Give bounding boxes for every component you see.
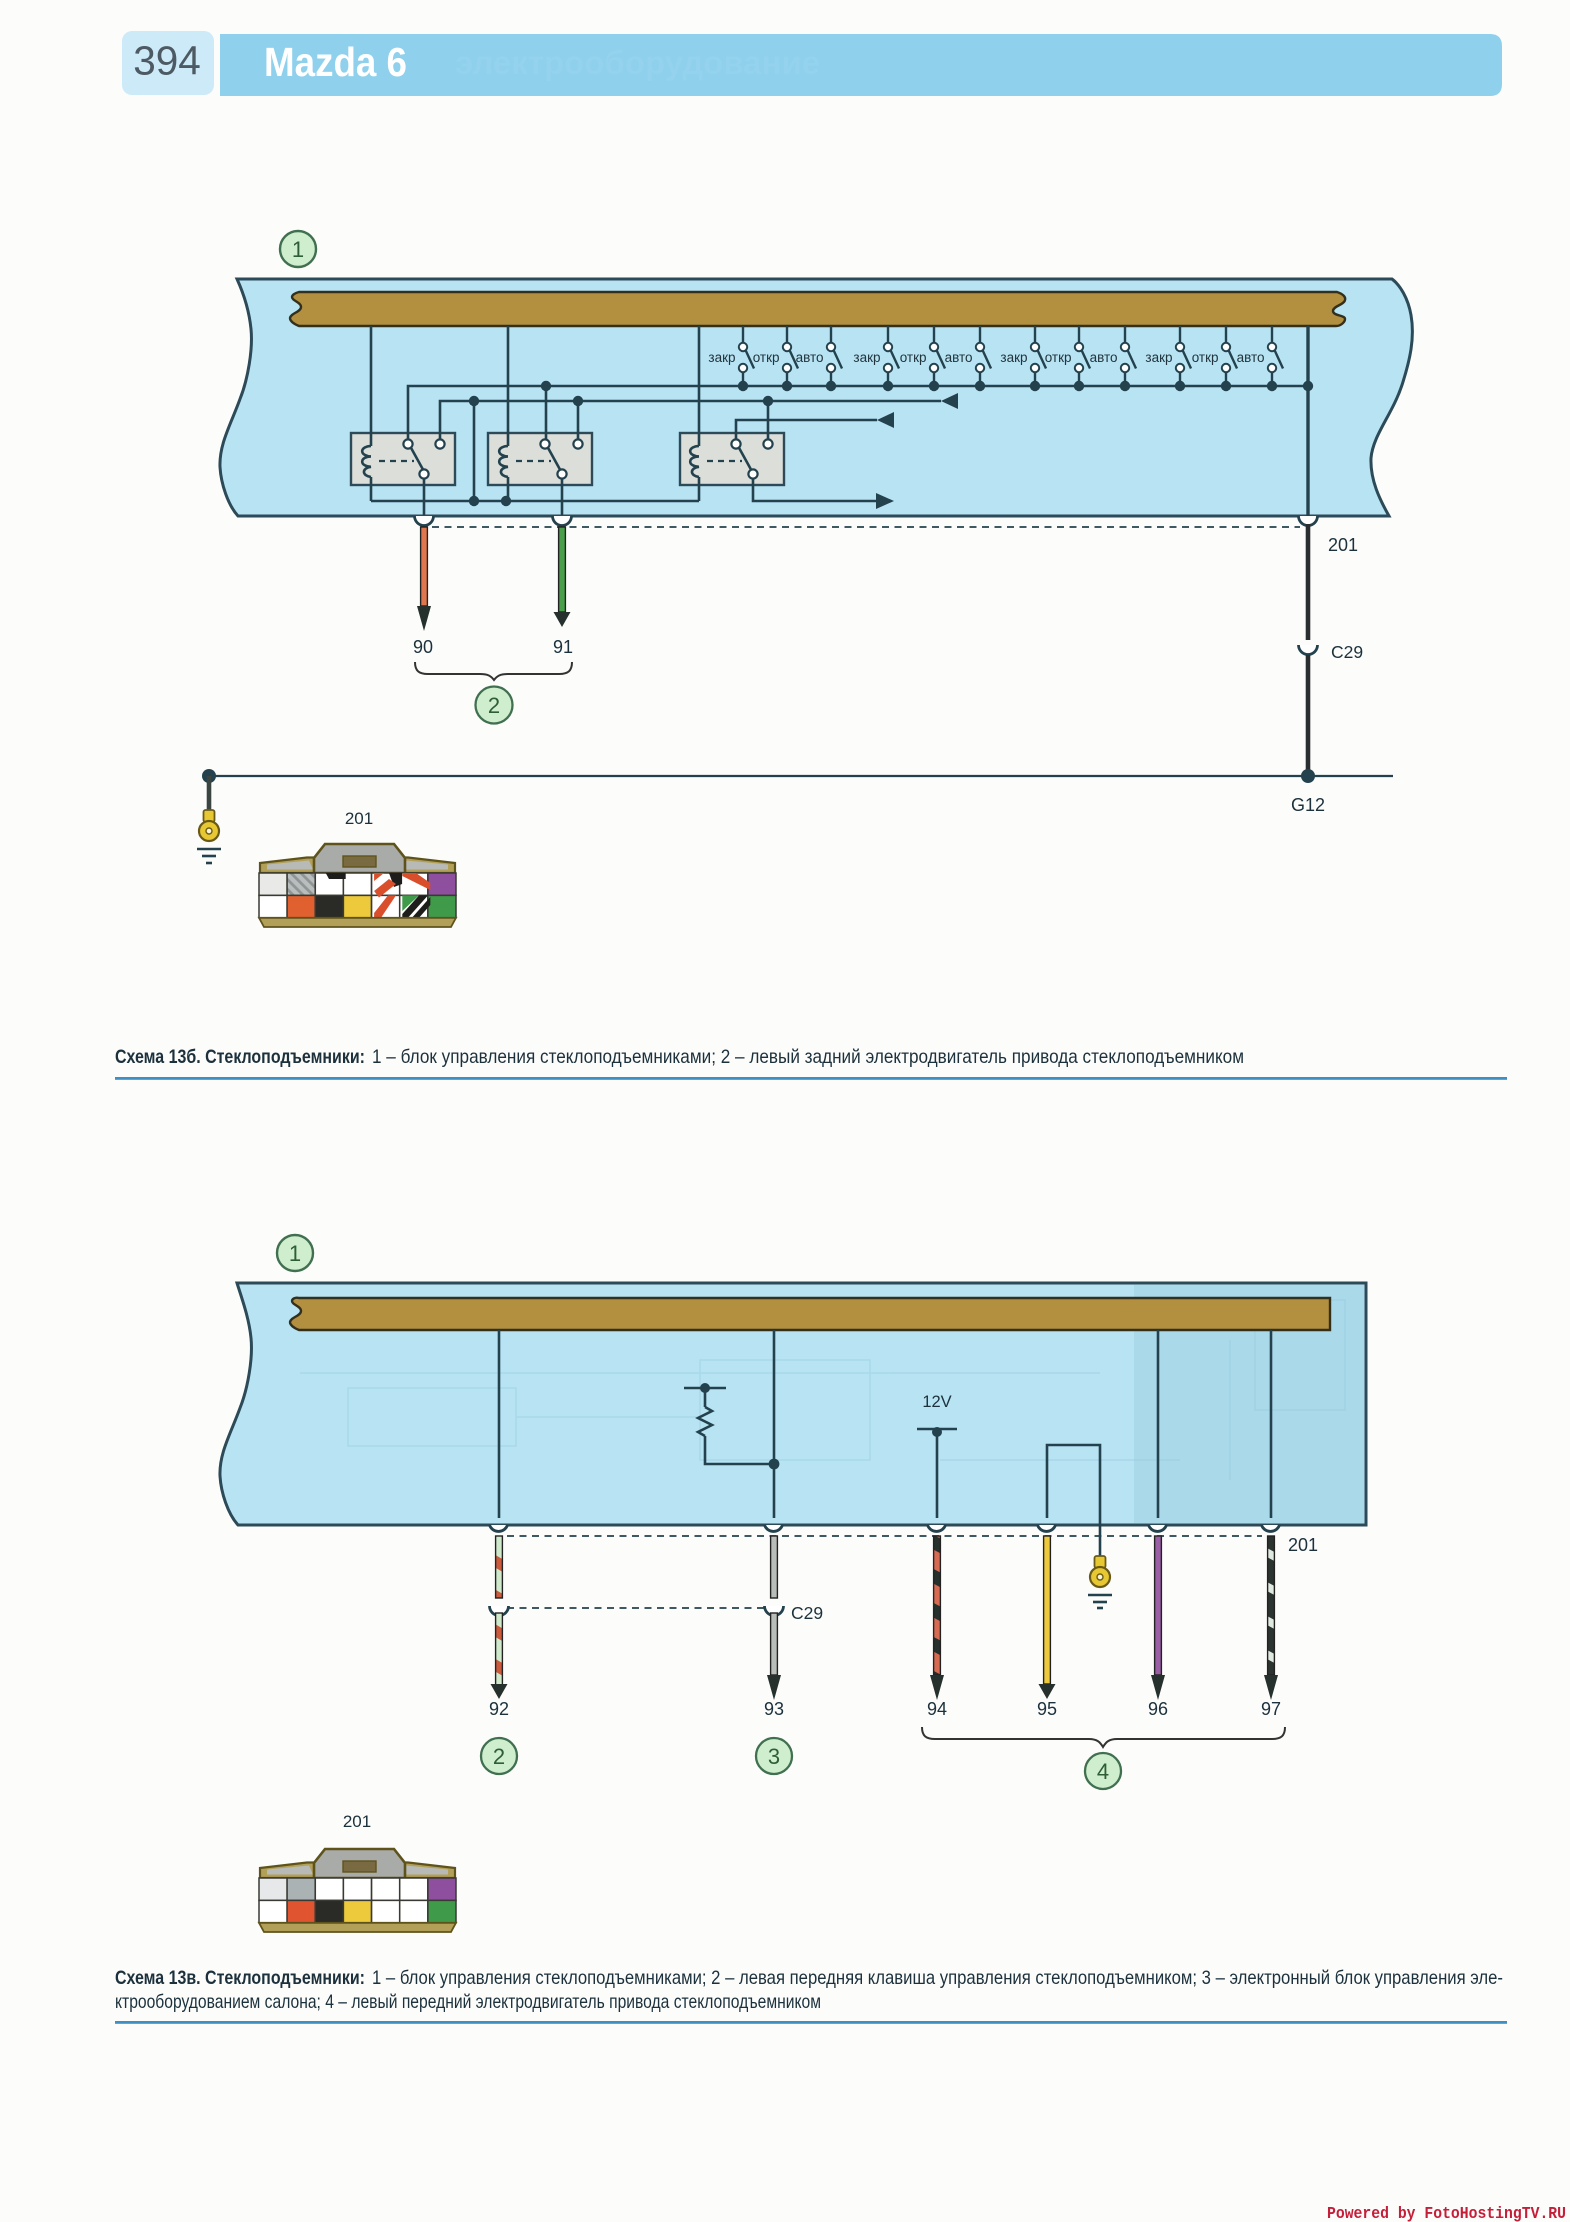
svg-text:ктрооборудованием салона; 4 –: ктрооборудованием салона; 4 – левый пере… xyxy=(115,1991,821,2013)
svg-text:92: 92 xyxy=(489,1699,509,1719)
svg-text:закр: закр xyxy=(708,350,735,365)
svg-text:3: 3 xyxy=(768,1744,780,1769)
svg-text:1 – блок управления стеклоподъ: 1 – блок управления стеклоподъемниками; … xyxy=(372,1967,1503,1989)
svg-text:электрооборудование: электрооборудование xyxy=(455,44,820,81)
svg-text:откр: откр xyxy=(1192,350,1219,365)
svg-text:авто: авто xyxy=(1237,350,1265,365)
svg-text:12V: 12V xyxy=(922,1393,951,1411)
svg-text:авто: авто xyxy=(945,350,973,365)
svg-text:93: 93 xyxy=(764,1699,784,1719)
svg-text:2: 2 xyxy=(493,1744,505,1769)
svg-text:авто: авто xyxy=(1090,350,1118,365)
svg-text:Схема 13в. Стеклоподъемники:: Схема 13в. Стеклоподъемники: xyxy=(115,1967,365,1989)
svg-text:Powered by FotoHostingTV.RU: Powered by FotoHostingTV.RU xyxy=(1327,2204,1566,2222)
svg-text:201: 201 xyxy=(1288,1535,1318,1555)
svg-text:G12: G12 xyxy=(1291,795,1325,815)
svg-text:96: 96 xyxy=(1148,1699,1168,1719)
svg-text:C29: C29 xyxy=(1331,642,1363,662)
svg-text:закр: закр xyxy=(853,350,880,365)
svg-text:394: 394 xyxy=(133,38,201,84)
svg-text:закр: закр xyxy=(1145,350,1172,365)
svg-text:1: 1 xyxy=(289,1241,301,1266)
svg-text:C29: C29 xyxy=(791,1603,823,1623)
svg-text:201: 201 xyxy=(343,1812,371,1831)
svg-text:201: 201 xyxy=(1328,535,1358,555)
svg-text:закр: закр xyxy=(1000,350,1027,365)
svg-text:1: 1 xyxy=(292,237,304,262)
svg-text:90: 90 xyxy=(413,637,433,657)
svg-text:94: 94 xyxy=(927,1699,947,1719)
svg-text:201: 201 xyxy=(345,809,373,828)
svg-text:97: 97 xyxy=(1261,1699,1281,1719)
svg-text:откр: откр xyxy=(753,350,780,365)
svg-text:4: 4 xyxy=(1097,1759,1109,1784)
svg-text:откр: откр xyxy=(900,350,927,365)
svg-text:2: 2 xyxy=(488,693,500,718)
svg-text:авто: авто xyxy=(796,350,824,365)
svg-text:91: 91 xyxy=(553,637,573,657)
svg-text:95: 95 xyxy=(1037,1699,1057,1719)
svg-text:1 – блок управления стеклоподъ: 1 – блок управления стеклоподъемниками; … xyxy=(372,1046,1244,1068)
svg-text:Схема 13б. Стеклоподъемники:: Схема 13б. Стеклоподъемники: xyxy=(115,1046,365,1068)
svg-text:Mazda 6: Mazda 6 xyxy=(264,39,407,85)
svg-text:откр: откр xyxy=(1045,350,1072,365)
